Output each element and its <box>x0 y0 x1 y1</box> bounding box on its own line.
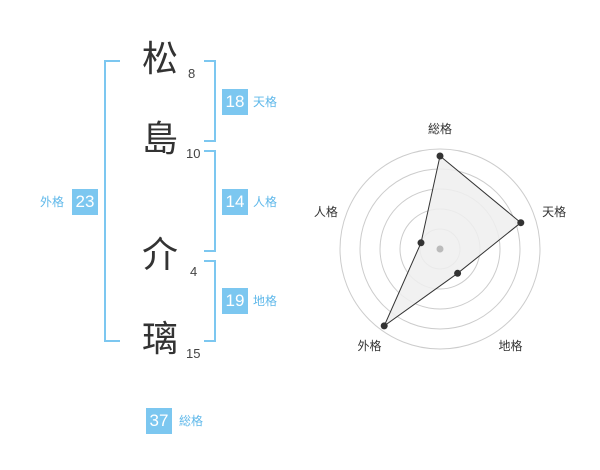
tenkaku-label: 天格 <box>253 95 278 109</box>
stroke-count-4: 15 <box>186 346 201 361</box>
jinkaku-label: 人格 <box>253 195 278 209</box>
name-char-2: 島 <box>142 119 179 160</box>
radar-axis-label: 外格 <box>357 338 381 353</box>
jinkaku-value: 14 <box>222 189 248 215</box>
stroke-count-3: 4 <box>190 264 198 279</box>
chikaku-value: 19 <box>222 288 248 314</box>
radar-center-point <box>436 245 444 253</box>
radar-data-point <box>454 269 462 277</box>
radar-grid-ring <box>339 148 541 350</box>
radar-data-point <box>417 239 425 247</box>
name-char-3: 介 <box>142 235 179 276</box>
radar-series-area <box>382 155 522 328</box>
name-char-4: 璃 <box>142 319 179 360</box>
gaikaku-label: 外格 <box>40 195 65 209</box>
stroke-count-2: 10 <box>186 146 201 161</box>
name-char-1: 松 <box>142 39 179 80</box>
radar-data-point <box>517 219 525 227</box>
tenkaku-bracket <box>204 60 216 142</box>
gaikaku-bracket <box>104 60 120 342</box>
gaikaku-value: 23 <box>72 189 98 215</box>
radar-axis-label: 地格 <box>498 338 522 353</box>
jinkaku-bracket <box>204 150 216 252</box>
radar-axis-label: 人格 <box>314 204 338 219</box>
radar-axis-label: 天格 <box>542 204 566 219</box>
soukaku-value: 37 <box>146 408 172 434</box>
tenkaku-value: 18 <box>222 89 248 115</box>
radar-axis-label: 総格 <box>428 121 452 136</box>
radar-data-point <box>436 152 444 160</box>
stroke-count-1: 8 <box>188 66 196 81</box>
chikaku-label: 地格 <box>253 294 278 308</box>
radar-data-point <box>380 322 388 330</box>
chikaku-bracket <box>204 260 216 342</box>
soukaku-label: 総格 <box>179 414 204 428</box>
